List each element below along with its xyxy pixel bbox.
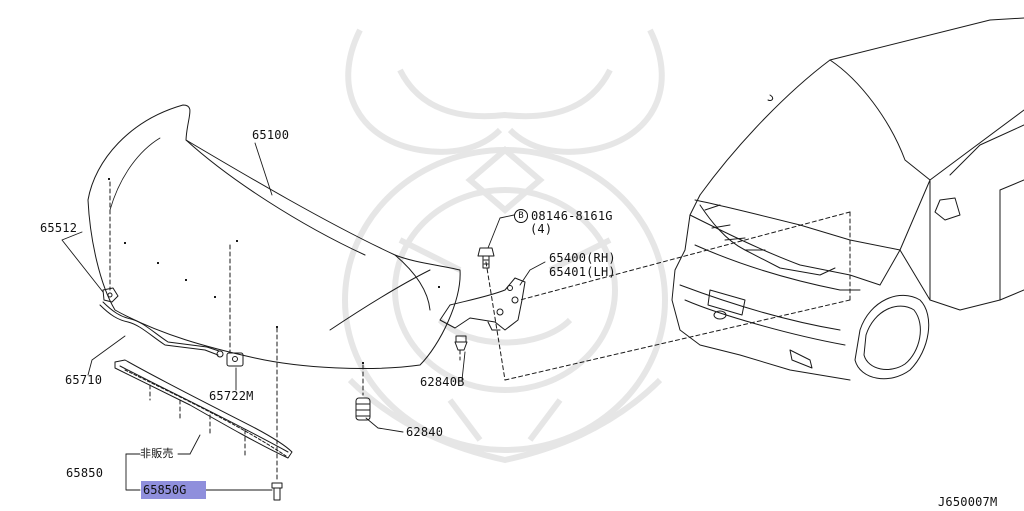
label-hinge-rh: 65400(RH)	[549, 251, 616, 265]
seal-clip	[271, 482, 283, 501]
label-bolt: B 08146-8161G	[514, 209, 613, 223]
bumper-rubber-b-part	[454, 335, 468, 351]
label-stay-holder: 65722M	[209, 389, 254, 403]
label-hood-stay: 65710	[65, 373, 103, 387]
stay-holder	[226, 352, 244, 367]
stay-clip	[102, 287, 119, 303]
label-seal-assembly: 65850	[66, 466, 104, 480]
label-stay-clip: 65512	[40, 221, 78, 235]
hood-hinge	[439, 277, 526, 331]
bolt-symbol-icon: B	[514, 209, 528, 223]
hood-panel	[87, 104, 461, 369]
line-art	[61, 17, 1024, 501]
hood-holes	[108, 178, 440, 364]
label-hinge-lh: 65401(LH)	[549, 265, 616, 279]
dashed-leaders	[109, 181, 851, 481]
label-bumper-rubber-b: 62840B	[420, 375, 465, 389]
label-bolt-qty: (4)	[530, 222, 553, 236]
label-seal-part-highlighted[interactable]: 65850G	[141, 481, 206, 499]
hood-seal	[114, 359, 293, 459]
label-leaders	[61, 142, 546, 491]
diagram-id: J650007M	[938, 495, 998, 509]
label-bolt-part: 08146-8161G	[531, 209, 613, 223]
label-not-for-sale: 非販売	[140, 447, 174, 460]
samurai-watermark-logo	[342, 28, 668, 464]
vehicle-outline	[671, 17, 1024, 381]
label-hood: 65100	[252, 128, 290, 142]
bumper-rubber-part	[355, 397, 371, 421]
hood-stay-rod	[99, 301, 224, 358]
label-bumper-rubber: 62840	[406, 425, 444, 439]
